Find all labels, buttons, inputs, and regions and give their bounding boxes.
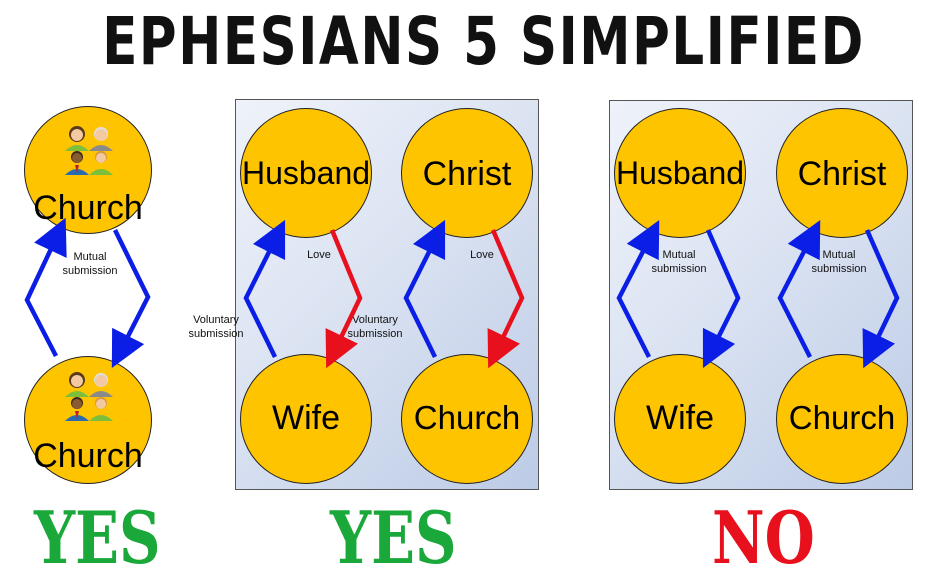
submission-arrow [243, 219, 286, 358]
people-group-icon [65, 126, 113, 175]
mutual-submission-label: Mutual submission [651, 249, 707, 275]
node-label: Church [413, 399, 521, 436]
submission-arrow [862, 229, 900, 369]
church-node: Church [776, 354, 908, 484]
love-label: Love [470, 249, 494, 261]
mutual-submission-label: Mutual submission [811, 249, 867, 275]
love-arrow [487, 229, 525, 369]
node-label: Husband [615, 155, 745, 191]
node-label: Christ [797, 155, 887, 193]
page-title: EPHESIANS 5 SIMPLIFIED [102, 3, 865, 80]
husband-node: Husband [240, 108, 372, 238]
mutual-submission-label: Mutual submission [62, 251, 118, 277]
node-label: Christ [422, 155, 512, 193]
submission-arrow [616, 220, 660, 359]
husband-node: Husband [614, 108, 746, 238]
verdict-yes-left: YES [34, 495, 161, 580]
node-label: Wife [646, 399, 714, 437]
church-node: Church [401, 354, 533, 484]
submission-arrow [403, 219, 446, 358]
verdict-yes-middle: YES [330, 495, 457, 580]
voluntary-submission-label: Voluntary submission [188, 314, 244, 340]
love-arrow [325, 229, 363, 369]
people-group-icon [65, 372, 113, 421]
submission-arrow [111, 229, 151, 369]
submission-arrow [24, 217, 67, 358]
voluntary-submission-label: Voluntary submission [347, 314, 403, 340]
submission-arrow [777, 220, 821, 359]
verdict-no-right: NO [712, 495, 815, 580]
christ-node: Christ [401, 108, 533, 238]
wife-node: Wife [614, 354, 746, 484]
christ-node: Christ [776, 108, 908, 238]
node-label: Wife [272, 399, 340, 437]
node-label: Church [788, 399, 896, 436]
node-label: Church [33, 437, 143, 475]
love-label: Love [307, 249, 331, 261]
left-bottom-church-node: Church [24, 356, 152, 484]
submission-arrow [702, 229, 741, 369]
wife-node: Wife [240, 354, 372, 484]
node-label: Husband [241, 155, 371, 191]
